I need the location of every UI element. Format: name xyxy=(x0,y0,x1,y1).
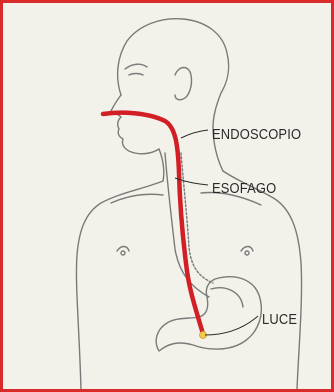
label-light: LUCE xyxy=(262,311,297,328)
endoscope-tube xyxy=(103,113,203,334)
label-endoscope: ENDOSCOPIO xyxy=(212,126,301,143)
label-esophagus: ESOFAGO xyxy=(212,180,276,197)
human-body-outline xyxy=(76,19,301,389)
stomach xyxy=(156,277,261,351)
anatomy-illustration xyxy=(3,3,331,389)
